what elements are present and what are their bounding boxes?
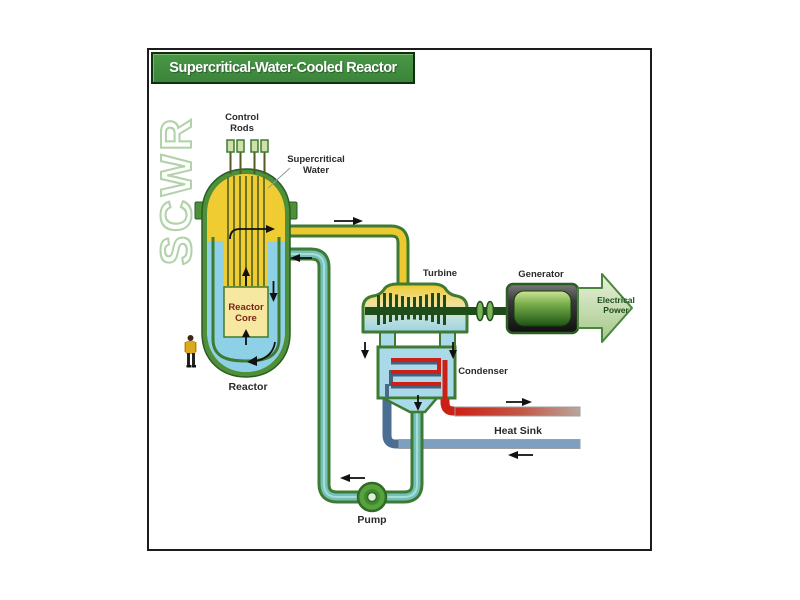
flow-arrow-vessel-outlet [229, 225, 275, 240]
flow-arrows [229, 217, 533, 482]
condenser-cooling-coil [385, 358, 448, 400]
flow-arrow-condensate-down [414, 395, 422, 411]
reactor-schematic [184, 139, 633, 513]
flow-arrow-heat-sink-supply-right [506, 398, 532, 406]
heat-sink-label: Heat Sink [494, 425, 542, 437]
control-rods-label: Control Rods [225, 112, 259, 135]
shaft-coupling [475, 300, 495, 322]
feedwater-pipe [287, 247, 424, 504]
generator [505, 282, 580, 335]
generator-rotor [513, 290, 572, 327]
flow-arrow-exhaust-left-down [361, 342, 369, 359]
reactor-label: Reactor [228, 381, 268, 393]
flow-arrow-pump-left [340, 474, 365, 482]
flow-arrow-downcomer-down [269, 281, 278, 302]
diagram-panel: SCWR Supercritical-Water-Cooled Reactor [147, 48, 652, 551]
pump-label: Pump [357, 514, 387, 526]
heat-sink-supply-pipe [440, 399, 581, 417]
core-barrel [211, 237, 281, 363]
title-banner: Supercritical-Water-Cooled Reactor [151, 52, 415, 84]
electrical-power-label: Electrical Power [597, 295, 635, 316]
flow-arrow-feedwater-left [290, 254, 312, 262]
person-scale-figure [184, 335, 197, 368]
flow-arrow-exhaust-right-down [449, 342, 457, 359]
pump [356, 481, 388, 513]
flow-arrow-hot-leg-right [334, 217, 363, 225]
supercritical-water-leader-line [267, 167, 291, 189]
generator-label: Generator [518, 269, 564, 280]
supercritical-water-label: Supercritical Water [287, 154, 345, 177]
diagram-title: Supercritical-Water-Cooled Reactor [169, 60, 397, 76]
heat-sink-return-pipe [382, 399, 581, 449]
flow-arrow-riser-up [242, 267, 250, 286]
reactor-core-label: Reactor Core [228, 302, 264, 325]
condenser [376, 327, 457, 414]
flow-arrow-heat-sink-return-left [508, 451, 533, 459]
control-rods [226, 139, 269, 174]
turbine [361, 282, 507, 334]
reactor-vessel [194, 139, 298, 378]
flow-arrow-lower-plenum-curve [247, 341, 276, 366]
turbine-shaft [365, 307, 507, 315]
reactor-core-box [223, 286, 269, 338]
flow-arrow-core-inlet-up [242, 329, 250, 345]
condenser-label: Condenser [458, 366, 508, 377]
hot-leg-pipe [283, 224, 410, 292]
condenser-hotwell-funnel [382, 396, 440, 414]
electrical-power-arrow [577, 273, 633, 343]
turbine-label: Turbine [422, 268, 458, 279]
